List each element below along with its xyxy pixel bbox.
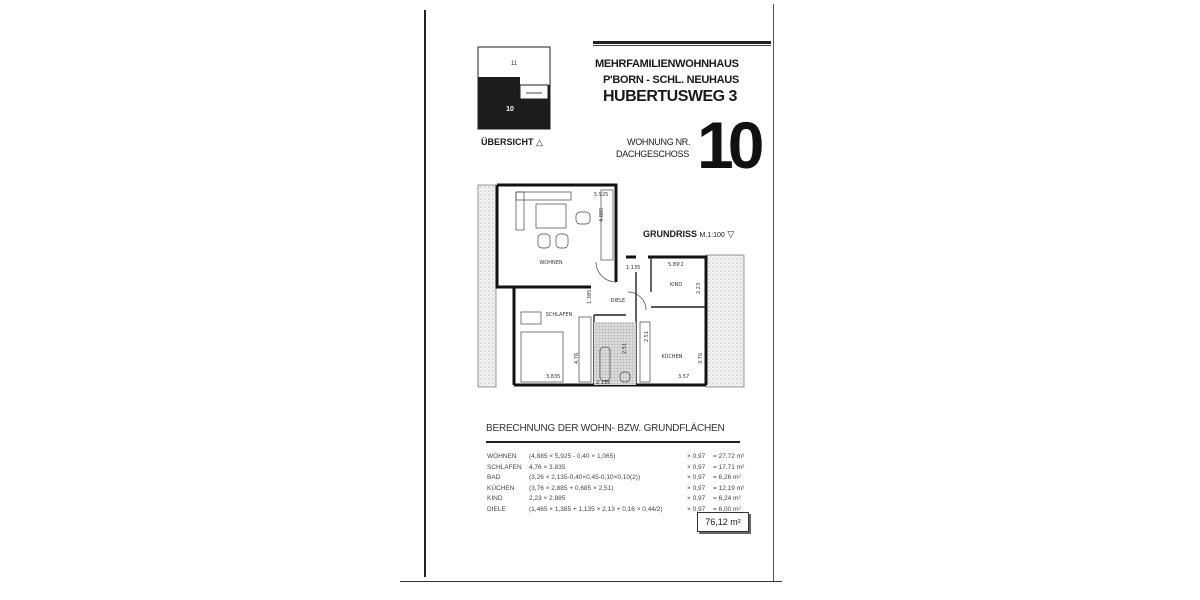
overview-title: ÜBERSICHT △ [481,137,543,148]
calculation-room: SCHLAFEN [487,463,522,471]
dim-kuechen-depth: 3.76 [698,353,704,364]
calculation-result: = 6,26 m² [713,474,741,481]
dim-kind-depth: 2.23 [696,283,702,294]
dim-wohnen-depth: 4.885 [599,208,605,222]
room-label-kuechen: KÜCHEN [662,353,683,360]
plan-title: GRUNDRISS M.1:100 ▽ [643,229,734,240]
calculation-room: KÜCHEN [487,484,515,492]
calculation-factor: × 0,97 [687,484,706,492]
calculation-room: BAD [487,474,501,481]
room-label-kind: KIND [670,282,682,288]
location: P'BORN - SCHL. NEUHAUS [603,74,739,86]
triangle-down-icon: ▽ [727,229,735,239]
calculation-result: = 6,00 m² [713,505,741,513]
floor-label: DACHGESCHOSS [616,149,689,159]
calculation-row: KÜCHEN (3,76 × 2,885 + 0,685 × 2,51) × 0,9… [487,484,749,494]
calculation-row: SCHLAFEN 4,76 × 3,835 × 0,97 = 17,71 m² [487,463,749,473]
calculation-result: = 27,72 m² [713,453,745,460]
dim-kuechen-inner: 2.51 [644,331,650,342]
frame-right-line [773,4,774,582]
dim-schlafen-width: 3.835 [546,374,560,380]
overview-diagram: 11 10 [477,46,551,130]
unit-number: 10 [697,108,764,182]
frame-left-line [424,10,426,577]
total-area: 76,12 m² [697,512,749,532]
overview-upper-unit: 11 [511,61,518,67]
calculation-result: = 17,71 m² [713,463,745,471]
calculation-formula: 4,76 × 3,835 [529,463,566,471]
room-label-schlafen: SCHLAFEN [546,312,573,318]
calculation-row: WOHNEN (4,885 × 5,925 - 0,40 × 1,065) × 0,… [487,452,749,462]
calculation-formula: (3,76 × 2,885 + 0,685 × 2,51) [529,484,614,492]
frame-bottom-line [400,581,782,582]
calculation-room: KIND [487,495,503,502]
calculation-factor: × 0,97 [687,505,706,513]
calculation-row: DIELE (1,465 × 1,385 + 1,135 × 2,13 + 0,1… [487,505,749,515]
overview-highlighted-unit: 10 [506,106,514,113]
floor-plan: WOHNEN SCHLAFEN DIELE KIND KÜCHEN 5.925 … [477,183,745,388]
calculation-row: KIND 2,23 × 2,885 × 0,97 = 6,24 m² [487,494,749,504]
dim-kuechen-width: 3.57 [678,374,689,380]
calculation-formula: (3,26 × 2,135-0,40×0,45-0,10×0,10(2)) [529,474,641,481]
calculation-room: WOHNEN [487,453,517,460]
room-label-diele: DIELE [611,298,625,304]
room-label-wohnen: WOHNEN [539,260,563,266]
calculation-rule [486,441,740,443]
calculation-factor: × 0,97 [687,453,706,460]
header-rule [593,41,771,44]
dim-bad-width: 2.135 [596,380,610,386]
calculation-formula: 2,23 × 2,885 [529,495,566,502]
unit-label: WOHNUNG NR. [627,137,691,147]
calculation-result: = 6,24 m² [713,495,741,502]
calculation-factor: × 0,97 [687,474,706,481]
dim-schlafen-depth: 4.76 [574,353,580,364]
balcony-left [477,184,497,388]
dim-diele-depth: 1.385 [587,290,593,304]
calculation-title: BERECHNUNG DER WOHN- BZW. GRUNDFLÄCHEN [486,423,725,434]
dim-diele-width: 1.135 [626,265,640,271]
street-address: HUBERTUSWEG 3 [603,88,737,105]
dim-kind-width: 5.89'2 [668,262,684,268]
calculation-formula: (4,885 × 5,925 - 0,40 × 1,065) [529,453,616,460]
calculation-formula: (1,465 × 1,385 + 1,135 × 2,13 + 0,16 × 0… [529,505,663,513]
calculation-room: DIELE [487,505,506,513]
triangle-up-icon: △ [536,137,543,147]
calculation-row: BAD (3,26 × 2,135-0,40×0,45-0,10×0,10(2))… [487,473,749,483]
calculation-result: = 12,19 m² [713,484,745,492]
header-rule-thin [593,45,771,46]
building-type: MEHRFAMILIENWOHNHAUS [595,58,739,70]
dim-wohnen-width: 5.925 [594,192,608,198]
dim-bad-depth: 2.51 [622,343,628,354]
balcony-right [705,254,745,388]
bathroom-tiles [594,322,636,385]
overview-title-text: ÜBERSICHT [481,137,534,147]
plan-scale: M.1:100 [699,232,725,239]
calculation-factor: × 0,97 [687,463,706,471]
calculation-factor: × 0,97 [687,495,706,502]
plan-title-text: GRUNDRISS [643,229,698,239]
